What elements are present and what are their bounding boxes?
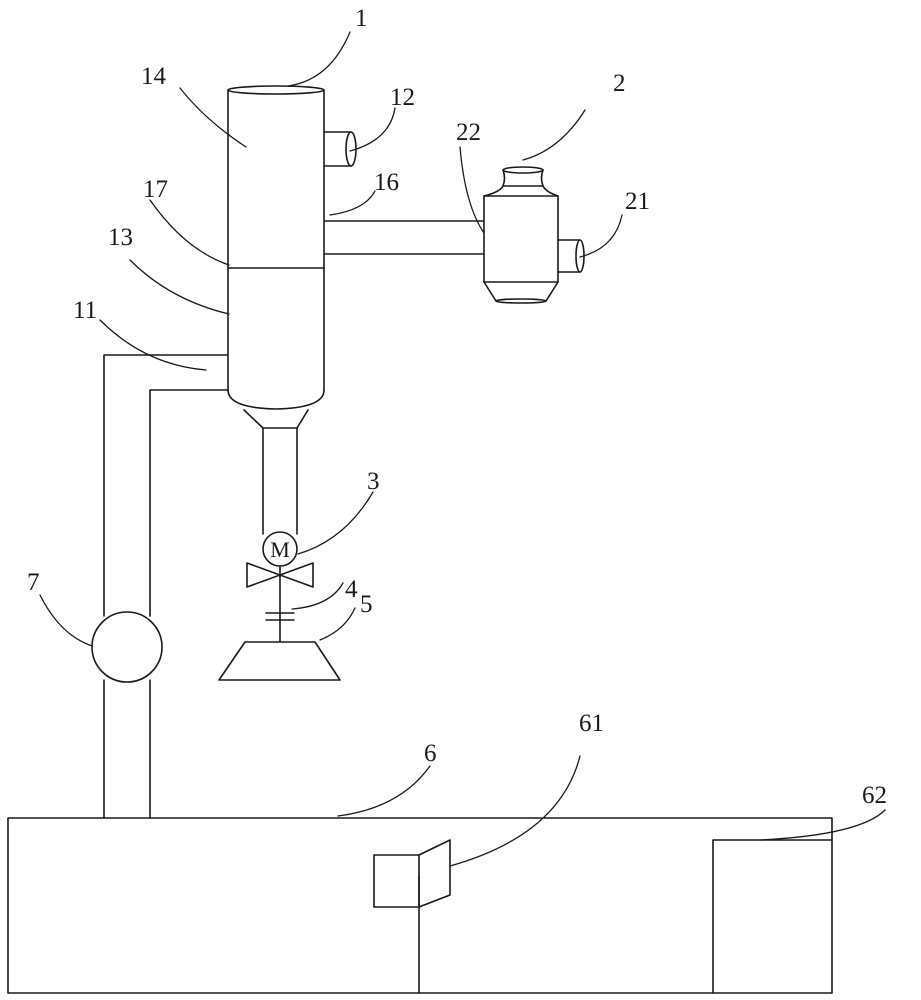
- label-7: 7: [27, 569, 40, 596]
- label-5: 5: [360, 591, 373, 618]
- component-61: [373, 839, 451, 908]
- pump-7: [91, 611, 163, 683]
- label-6: 6: [424, 740, 437, 767]
- label-13: 13: [108, 224, 133, 251]
- inlet-pipe-11: [103, 354, 229, 617]
- label-3: 3: [367, 468, 380, 495]
- vessel-2: [483, 166, 559, 304]
- column-bottom-cone: [227, 389, 325, 410]
- label-62: 62: [862, 782, 887, 809]
- collector-5: [218, 641, 341, 681]
- label-22: 22: [456, 119, 481, 146]
- valve-stem-4: [265, 575, 295, 642]
- motor-3: M: [262, 531, 298, 567]
- label-4: 4: [345, 576, 358, 603]
- tank-6: [7, 817, 833, 994]
- connecting-pipe-16: [323, 220, 485, 255]
- label-14: 14: [141, 63, 167, 90]
- label-12: 12: [390, 84, 415, 111]
- valve: [246, 562, 314, 588]
- outlet-62: [712, 839, 833, 994]
- label-21: 21: [625, 188, 650, 215]
- label-61: 61: [579, 710, 604, 737]
- return-pipe: [103, 679, 151, 819]
- port-21: [557, 239, 585, 273]
- drain-pipe: [262, 427, 298, 535]
- label-2: 2: [613, 70, 626, 97]
- motor-symbol: M: [270, 537, 290, 562]
- label-11: 11: [73, 297, 97, 324]
- label-16: 16: [374, 169, 399, 196]
- label-17: 17: [143, 176, 168, 203]
- leader-lines: [39, 31, 886, 867]
- reference-labels: 1 14 12 2 22 16 17 21 13 11 3 4 5 7 61 6…: [27, 5, 887, 809]
- label-1: 1: [355, 5, 368, 32]
- port-12: [323, 131, 357, 167]
- column-1: [227, 85, 325, 429]
